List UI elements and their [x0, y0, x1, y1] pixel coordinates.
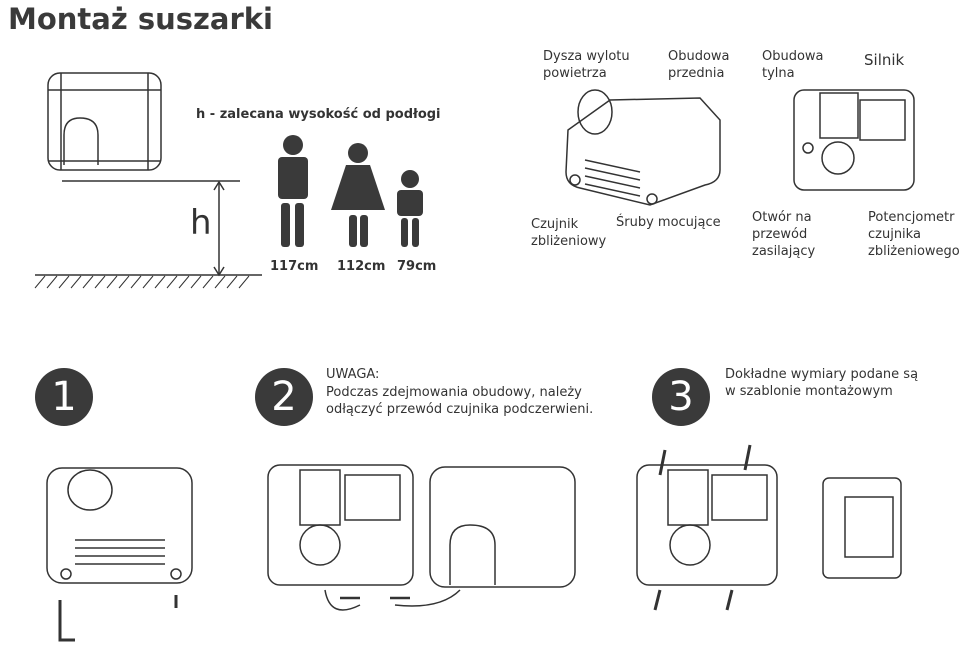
label-sensor: Czujnik zbliżeniowy: [531, 217, 607, 249]
step2-dryers: [267, 464, 576, 611]
label-front-cover: Obudowa przednia: [668, 49, 730, 81]
h-label: h: [190, 203, 212, 243]
label-potentiometer: Potencjometr czujnika zbliżeniowego: [868, 210, 960, 259]
label-screws: Śruby mocujące: [616, 215, 721, 230]
height-adult-female: 112cm: [337, 259, 386, 274]
step-1-badge: 1: [35, 368, 93, 426]
height-adult-male: 117cm: [270, 259, 319, 274]
step-2-heading: UWAGA:: [326, 367, 380, 382]
page-title: Montaż suszarki: [8, 2, 273, 36]
label-nozzle: Dysza wylotu powietrza: [543, 49, 630, 81]
step1-dryer: [46, 467, 193, 642]
dryer-back-interior: [793, 89, 915, 191]
people-icons: [278, 135, 423, 247]
step-2-badge: 2: [255, 368, 313, 426]
height-child: 79cm: [397, 259, 437, 274]
label-back-cover: Obudowa tylna: [762, 49, 824, 81]
step-3-badge: 3: [652, 368, 710, 426]
dryer-perspective: [565, 89, 721, 206]
height-caption: h - zalecana wysokość od podłogi: [196, 107, 441, 122]
dryer-front-outline: [47, 72, 162, 171]
step-2-text: Podczas zdejmowania obudowy, należy odłą…: [326, 385, 594, 417]
label-cable-hole: Otwór na przewód zasilający: [752, 210, 816, 259]
label-motor: Silnik: [864, 51, 905, 69]
step3-mounting: [636, 444, 902, 611]
step-3-text: Dokładne wymiary podane są w szablonie m…: [725, 367, 919, 399]
